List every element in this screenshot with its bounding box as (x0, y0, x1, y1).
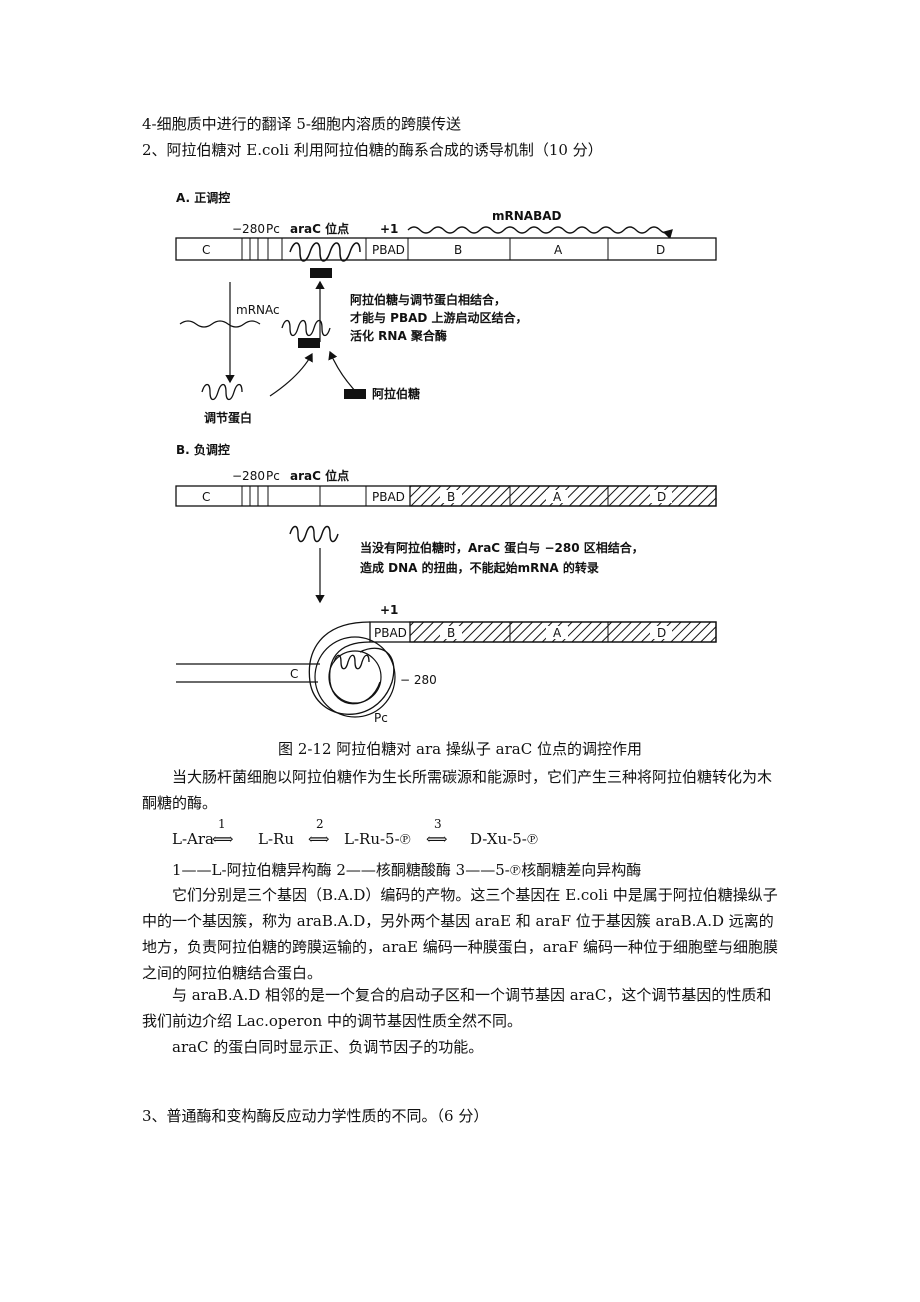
step-1-number: 1 (218, 817, 226, 831)
gene-a-label-b: A (553, 490, 562, 504)
pbad-label-c: PBAD (374, 626, 407, 640)
paragraph-1: 当大肠杆菌细胞以阿拉伯糖作为生长所需碳源和能源时，它们产生三种将阿拉伯糖转化为木… (142, 768, 773, 812)
gene-c-label-b: C (202, 490, 210, 504)
arrow-1: ⟺ (212, 830, 234, 848)
arrow-3: ⟺ (426, 830, 448, 848)
gene-d-label-b: D (657, 490, 666, 504)
minus-280-label-c: − 280 (400, 673, 437, 687)
note-a-3: 活化 RNA 聚合酶 (350, 328, 447, 343)
arabinose-bound-block (310, 268, 332, 278)
figure-caption: 图 2-12 阿拉伯糖对 ara 操纵子 araC 位点的调控作用 (278, 740, 642, 758)
mrna-c-label: mRNAc (236, 303, 280, 317)
gene-b-label-b: B (447, 490, 455, 504)
substrate-l-ara: L-Ara (172, 830, 214, 848)
substrate-l-ru-5p: L-Ru-5-℗ (344, 830, 412, 848)
pc-label: Pc (266, 222, 280, 236)
arac-site-label: araC 位点 (290, 221, 349, 236)
arac-protein-bound-coil (289, 242, 361, 262)
mrna-c-wave (179, 320, 261, 328)
arrow-2: ⟺ (308, 830, 330, 848)
dna-bar-a (175, 237, 717, 261)
note-b-2: 造成 DNA 的扭曲，不能起始mRNA 的转录 (360, 560, 599, 575)
ara-operon-figure: A. 正调控 −280 Pc araC 位点 +1 mRNABAD C PBAD… (175, 190, 717, 725)
panel-a-title: A. 正调控 (176, 190, 230, 205)
arac-protein-coil-b (289, 525, 339, 543)
plus-1-label-b: +1 (380, 603, 398, 617)
gene-b-label: B (454, 243, 462, 257)
regulator-label: 调节蛋白 (204, 410, 252, 425)
minus-280-label: −280 (232, 222, 265, 236)
pc-label-c: Pc (374, 711, 388, 725)
gene-d-label: D (656, 243, 665, 257)
mrna-bad-wave (407, 226, 673, 240)
paragraph-4: araC 的蛋白同时显示正、负调节因子的功能。 (172, 1038, 484, 1056)
note-a-1: 阿拉伯糖与调节蛋白相结合， (350, 292, 506, 307)
paragraph-2: 它们分别是三个基因（B.A.D）编码的产物。这三个基因在 E.coli 中是属于… (142, 886, 779, 982)
question-2-title: 2、阿拉伯糖对 E.coli 利用阿拉伯糖的酶系合成的诱导机制（10 分） (142, 141, 603, 159)
arabinose-label: 阿拉伯糖 (372, 386, 420, 401)
enzyme-list: 1——L-阿拉伯糖异构酶 2——核酮糖酸酶 3——5-℗核酮糖差向异构酶 (172, 861, 642, 879)
pbad-label: PBAD (372, 243, 405, 257)
regulator-protein-coil (201, 383, 243, 401)
minus-280-label-b: −280 (232, 469, 265, 483)
substrate-l-ru: L-Ru (258, 830, 294, 848)
question-3-title: 3、普通酶和变构酶反应动力学性质的不同。（6 分） (142, 1107, 489, 1125)
plus-1-label: +1 (380, 222, 398, 236)
panel-b-title: B. 负调控 (176, 442, 230, 457)
note-a-2: 才能与 PBAD 上游启动区结合， (350, 310, 528, 325)
gene-c-label-c: C (290, 667, 298, 681)
arabinose-block (344, 389, 366, 399)
gene-a-label: A (554, 243, 563, 257)
gene-a-label-c: A (553, 626, 562, 640)
gene-d-label-c: D (657, 626, 666, 640)
product-d-xu-5p: D-Xu-5-℗ (470, 830, 539, 848)
mrna-bad-label: mRNABAD (492, 209, 562, 223)
pbad-label-b: PBAD (372, 490, 405, 504)
gene-c-label: C (202, 243, 210, 257)
paragraph-3: 与 araB.A.D 相邻的是一个复合的启动子区和一个调节基因 araC，这个调… (142, 986, 772, 1030)
arac-site-label-b: araC 位点 (290, 468, 349, 483)
note-b-1: 当没有阿拉伯糖时，AraC 蛋白与 −280 区相结合， (360, 540, 644, 555)
step-3-number: 3 (434, 817, 442, 831)
gene-b-label-c: B (447, 626, 455, 640)
pc-label-b: Pc (266, 469, 280, 483)
step-2-number: 2 (316, 817, 324, 831)
header-line: 4-细胞质中进行的翻译 5-细胞内溶质的跨膜传送 (142, 115, 461, 133)
